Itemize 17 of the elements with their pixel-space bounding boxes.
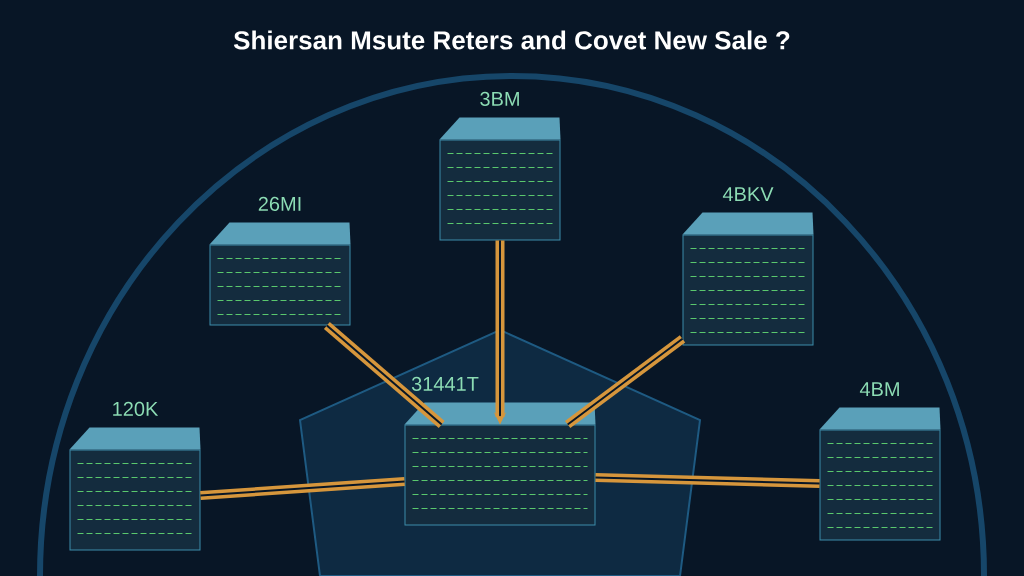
ribbon-cable [199,477,406,500]
chip-cube: 3BM [439,91,561,241]
chip-cube: 4BM [819,382,941,541]
title: Shiersan Msute Reters and Covet New Sale ? [233,30,790,50]
ribbon-cable [323,322,445,428]
node-label: 4BM [859,382,899,396]
node-label: 3BM [480,91,519,106]
chip-cube: 120K [69,401,201,551]
node-label: 26MI [258,196,301,211]
chip-cube: 26MI [209,196,351,326]
chip-cube: 31441T [404,376,596,526]
chip-cube: 4BKV [682,187,814,346]
node-label: 120K [113,401,159,416]
node-label: 31441T [411,376,479,391]
node-label: 4BKV [722,187,774,201]
ribbon-cable [594,473,821,488]
ribbon-cable [564,335,686,429]
